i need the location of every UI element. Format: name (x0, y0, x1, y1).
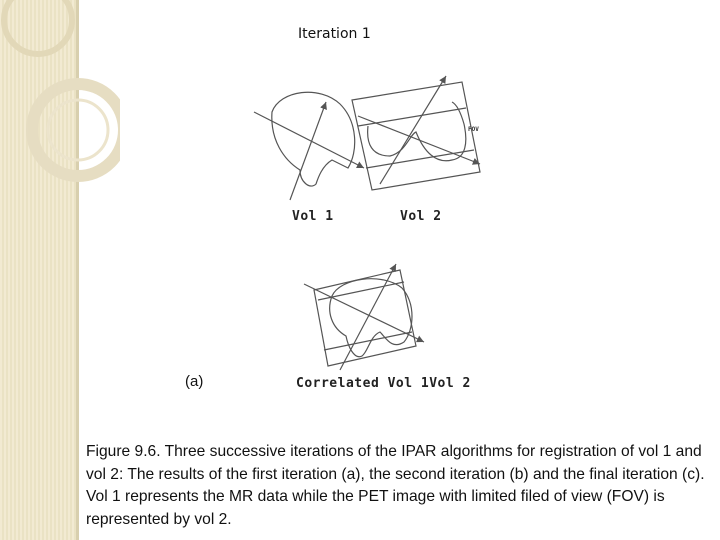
vol2-shape (351, 75, 481, 191)
correlated-label: Correlated Vol 1Vol 2 (296, 376, 471, 391)
correlated-shape (303, 263, 425, 371)
panel-marker: (a) (185, 373, 204, 390)
vol1-shape (253, 91, 365, 201)
fov-label: FOV (468, 126, 479, 133)
slide-title: Iteration 1 (298, 26, 371, 42)
registration-figure: FOV Vol 1 Vol 2 Correlated Vol 1Vol 2 (240, 60, 500, 400)
registration-diagram (253, 75, 481, 371)
figure-caption: Figure 9.6. Three successive iterations … (86, 443, 705, 528)
decorative-rings (1, 0, 120, 182)
vol1-label: Vol 1 (292, 209, 334, 224)
vol2-label: Vol 2 (400, 209, 442, 224)
sidebar-edge (76, 0, 79, 540)
